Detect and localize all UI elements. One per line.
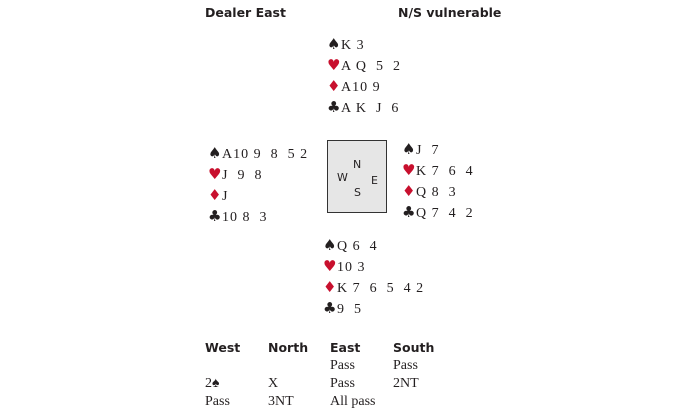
bid: 2♠ bbox=[205, 376, 220, 391]
club-icon: ♣ bbox=[402, 203, 417, 221]
compass-east: E bbox=[371, 174, 378, 187]
heart-icon: ♥ bbox=[208, 165, 223, 183]
north-spades: K 3 bbox=[341, 38, 365, 53]
heart-icon: ♥ bbox=[323, 257, 338, 275]
bid: 2NT bbox=[393, 376, 419, 391]
heart-icon: ♥ bbox=[327, 56, 342, 74]
south-hand: ♠Q 6 4 ♥10 3 ♦K 7 6 5 4 2 ♣9 5 bbox=[323, 235, 424, 319]
east-hand: ♠J 7 ♥K 7 6 4 ♦Q 8 3 ♣Q 7 4 2 bbox=[402, 139, 474, 223]
bid: Pass bbox=[205, 394, 230, 409]
bid: 3NT bbox=[268, 394, 294, 409]
club-icon: ♣ bbox=[323, 299, 338, 317]
diamond-icon: ♦ bbox=[323, 278, 338, 296]
bid: Pass bbox=[330, 376, 355, 391]
bidding-header: South bbox=[393, 340, 435, 355]
west-diamonds: J bbox=[222, 189, 229, 204]
spade-icon: ♠ bbox=[327, 35, 342, 53]
heart-icon: ♥ bbox=[402, 161, 417, 179]
dealer-label: Dealer East bbox=[205, 5, 286, 20]
south-spades: Q 6 4 bbox=[337, 239, 378, 254]
bidding-column-west: West 2♠ Pass bbox=[205, 339, 240, 411]
south-clubs: 9 5 bbox=[337, 302, 362, 317]
bidding-header: East bbox=[330, 340, 361, 355]
bidding-column-north: North X 3NT bbox=[268, 339, 308, 411]
east-spades: J 7 bbox=[416, 143, 440, 158]
south-diamonds: K 7 6 5 4 2 bbox=[337, 281, 425, 296]
spade-icon: ♠ bbox=[323, 236, 338, 254]
bidding-column-east: East Pass Pass All pass bbox=[330, 339, 376, 411]
south-hearts: 10 3 bbox=[337, 260, 366, 275]
east-hearts: K 7 6 4 bbox=[416, 164, 474, 179]
club-icon: ♣ bbox=[208, 207, 223, 225]
diamond-icon: ♦ bbox=[402, 182, 417, 200]
compass-west: W bbox=[337, 171, 348, 184]
bid bbox=[205, 357, 240, 375]
bidding-column-south: South Pass 2NT bbox=[393, 339, 434, 411]
east-diamonds: Q 8 3 bbox=[416, 185, 457, 200]
club-icon: ♣ bbox=[327, 98, 342, 116]
north-hearts: A Q 5 2 bbox=[341, 59, 401, 74]
east-clubs: Q 7 4 2 bbox=[416, 206, 474, 221]
bid bbox=[393, 393, 434, 411]
bid: All pass bbox=[330, 394, 376, 409]
compass-north: N bbox=[353, 158, 362, 171]
north-diamonds: A10 9 bbox=[341, 80, 381, 95]
west-hand: ♠A10 9 8 5 2 ♥J 9 8 ♦J ♣10 8 3 bbox=[208, 143, 308, 227]
west-clubs: 10 8 3 bbox=[222, 210, 268, 225]
bid: X bbox=[268, 376, 279, 391]
diamond-icon: ♦ bbox=[208, 186, 223, 204]
vulnerability-label: N/S vulnerable bbox=[398, 5, 502, 20]
bidding-header: West bbox=[205, 340, 241, 355]
north-clubs: A K J 6 bbox=[341, 101, 400, 116]
spade-icon: ♠ bbox=[402, 140, 417, 158]
bidding-header: North bbox=[268, 340, 309, 355]
spade-icon: ♠ bbox=[208, 144, 223, 162]
compass-box: N W E S bbox=[327, 140, 387, 213]
west-spades: A10 9 8 5 2 bbox=[222, 147, 309, 162]
north-hand: ♠K 3 ♥A Q 5 2 ♦A10 9 ♣A K J 6 bbox=[327, 34, 401, 118]
bid bbox=[268, 357, 308, 375]
bid: Pass bbox=[330, 358, 355, 373]
diamond-icon: ♦ bbox=[327, 77, 342, 95]
bid: Pass bbox=[393, 358, 418, 373]
west-hearts: J 9 8 bbox=[222, 168, 263, 183]
compass-south: S bbox=[354, 186, 361, 199]
